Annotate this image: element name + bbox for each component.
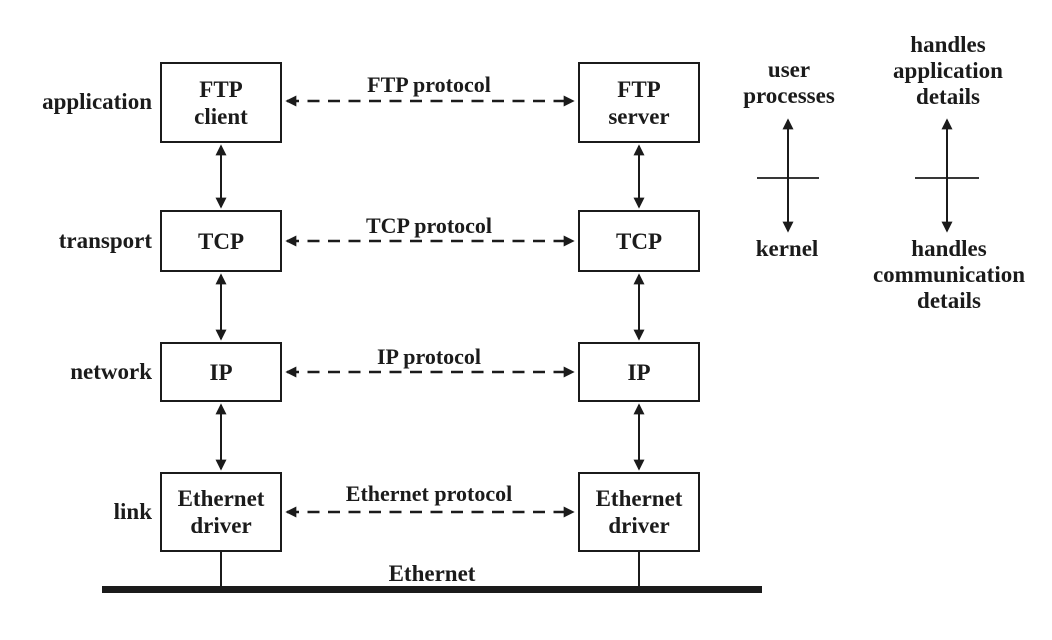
details-boundary-arrow — [915, 118, 979, 233]
protocol-label-ethernet: Ethernet protocol — [345, 481, 513, 506]
box-ethernet-driver-client: Ethernet driver — [160, 472, 282, 552]
box-ip-client: IP — [160, 342, 282, 402]
stack-double-arrows — [215, 144, 645, 471]
box-tcp-client: TCP — [160, 210, 282, 272]
layer-label-network: network — [70, 359, 152, 384]
layer-label-application: application — [42, 89, 152, 114]
protocol-label-ftp: FTP protocol — [367, 72, 491, 97]
layer-label-link: link — [113, 499, 152, 524]
box-ip-server-label: IP — [627, 359, 651, 385]
box-ip-client-label: IP — [209, 359, 233, 385]
box-tcp-server-label: TCP — [616, 228, 662, 254]
protocol-label-tcp: TCP protocol — [365, 213, 493, 238]
note-user-processes: user processes — [743, 57, 835, 108]
protocol-dashed-arrows — [285, 95, 575, 518]
box-ftp-server: FTP server — [578, 62, 700, 143]
note-kernel: kernel — [755, 236, 819, 261]
box-tcp-client-label: TCP — [198, 228, 244, 254]
box-ethernet-driver-server: Ethernet driver — [578, 472, 700, 552]
box-ftp-server-label: FTP server — [608, 76, 670, 129]
protocol-label-ip: IP protocol — [376, 344, 482, 369]
user-kernel-boundary-arrow — [757, 118, 819, 233]
box-ip-server: IP — [578, 342, 700, 402]
note-handles-communication-details: handles communication details — [872, 236, 1026, 313]
box-ethernet-driver-client-label: Ethernet driver — [177, 486, 265, 538]
ethernet-medium-label: Ethernet — [388, 561, 476, 586]
box-ftp-client: FTP client — [160, 62, 282, 143]
note-handles-application-details: handles application details — [893, 32, 1003, 109]
box-ftp-client-label: FTP client — [194, 76, 248, 129]
ethernet-drop-connectors — [220, 552, 640, 587]
box-tcp-server: TCP — [578, 210, 700, 272]
box-ethernet-driver-server-label: Ethernet driver — [595, 486, 683, 538]
layer-label-transport: transport — [58, 228, 152, 253]
